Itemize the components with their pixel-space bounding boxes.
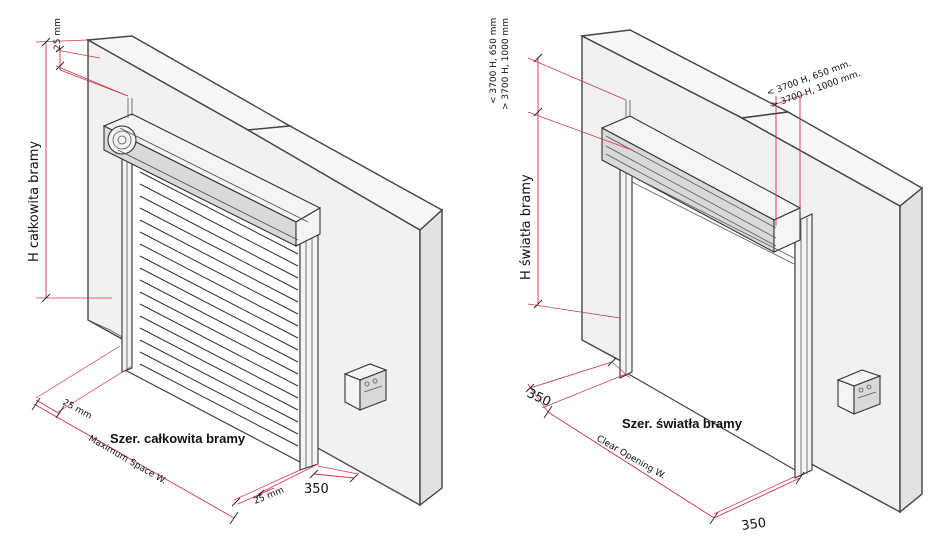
- right-dimensions: [525, 53, 807, 525]
- left-dimensions: [31, 37, 359, 525]
- right-height-label: H światła bramy: [519, 174, 534, 280]
- left-left-gap-label: 25 mm: [61, 398, 94, 422]
- right-right-space-label: 350: [740, 516, 767, 534]
- left-width-label: Szer. całkowita bramy: [110, 431, 246, 446]
- right-width-label-en: Clear Opening W.: [595, 434, 668, 482]
- left-door-slats: [139, 171, 299, 447]
- right-drum-housing: [600, 100, 802, 265]
- left-roller-door: [102, 98, 322, 471]
- right-width-label: Szer. światła bramy: [622, 416, 743, 431]
- right-top-note-line2: > 3700 H, 1000 mm: [501, 18, 511, 110]
- right-control-box: [836, 369, 882, 415]
- left-height-label: H całkowita bramy: [27, 141, 42, 262]
- left-drum-housing: [102, 98, 322, 247]
- left-door-diagram: 25 mm H całkowita bramy 25 mm Szer. całk…: [27, 18, 444, 525]
- right-left-space-label: 350: [524, 386, 553, 410]
- left-side-space-label: 350: [304, 482, 329, 497]
- left-top-gap-label: 25 mm: [53, 18, 63, 50]
- left-control-box: [343, 363, 388, 411]
- right-roller-door: [600, 100, 813, 479]
- right-door-diagram: < 3700 H, 650 mm > 3700 H, 1000 mm < 370…: [489, 18, 924, 534]
- right-top-note-line1: < 3700 H, 650 mm: [489, 18, 499, 104]
